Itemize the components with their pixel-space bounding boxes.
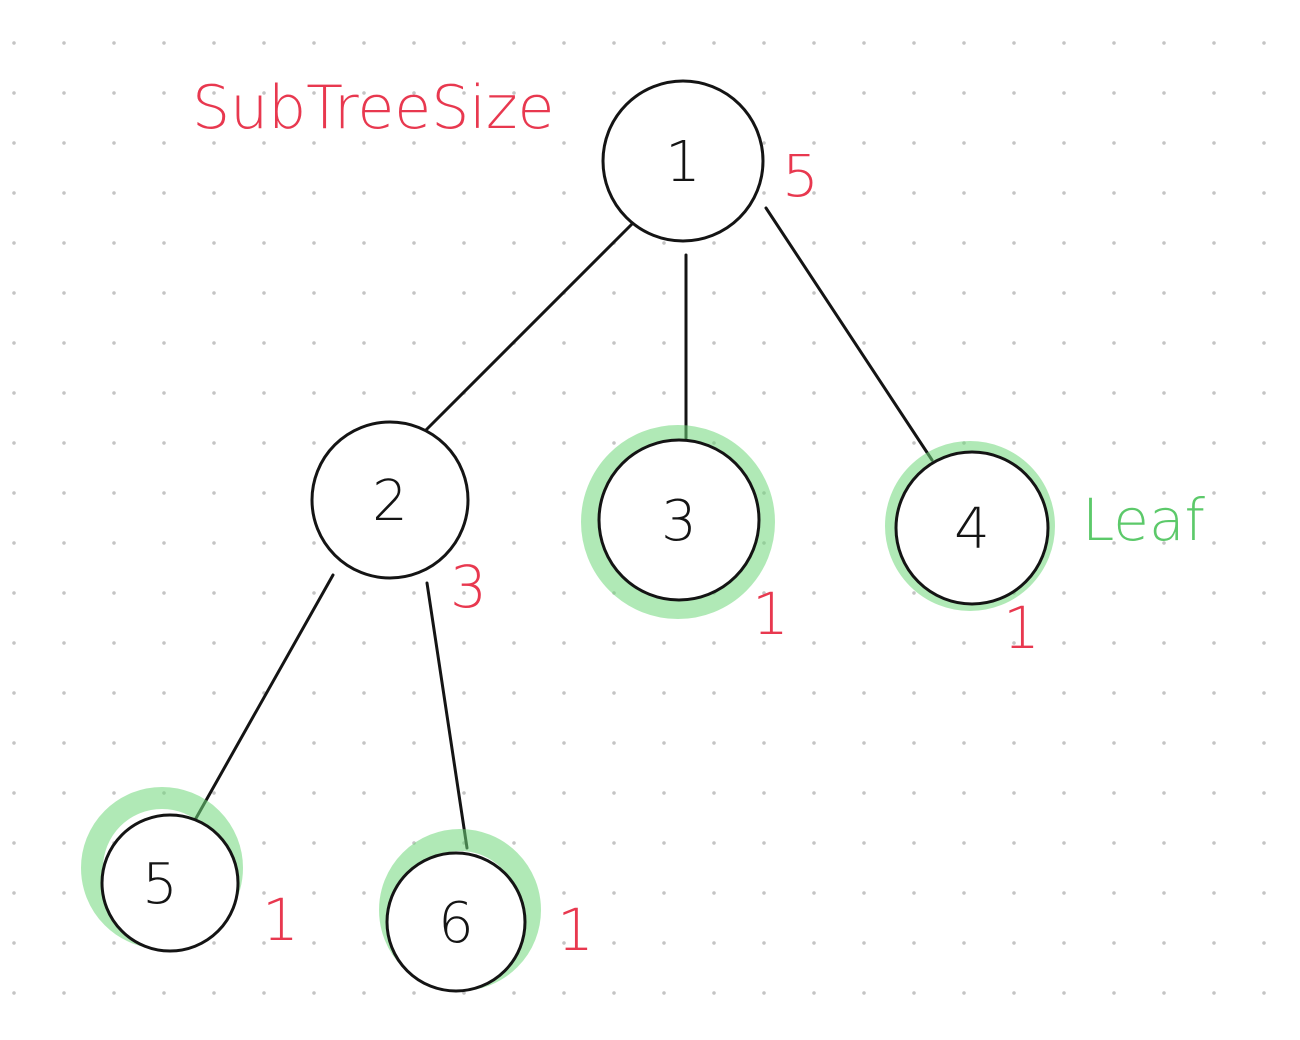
subtree-size-label: 3 — [450, 553, 487, 621]
tree-node-3: 3 1 — [581, 425, 789, 648]
tree-node-6: 6 1 — [379, 829, 594, 993]
node-label: 3 — [661, 489, 697, 554]
node-circle — [894, 450, 1050, 606]
tree-node-5: 5 1 — [81, 787, 299, 954]
tree-node-1: 1 5 — [601, 79, 819, 243]
tree-node-4: 4 1 Leaf — [885, 441, 1206, 662]
node-circle — [310, 420, 470, 580]
node-label: 5 — [142, 852, 178, 917]
edge-2-6 — [425, 581, 469, 850]
node-circle — [385, 851, 527, 993]
node-circle — [601, 79, 765, 243]
edges — [193, 206, 934, 850]
subtree-size-label: 5 — [782, 142, 819, 210]
node-circle — [597, 438, 761, 602]
subtree-size-label: 1 — [752, 580, 789, 648]
subtree-size-label: 1 — [262, 886, 299, 954]
node-label: 1 — [665, 130, 701, 195]
leaf-annotation: Leaf — [1082, 486, 1206, 554]
diagram-title: SubTreeSize — [192, 73, 554, 143]
subtree-size-label: 1 — [557, 896, 594, 964]
node-circle — [100, 813, 240, 953]
leaf-highlight — [581, 425, 775, 619]
subtree-size-label: 1 — [1003, 594, 1040, 662]
edge-1-4 — [764, 206, 934, 462]
node-label: 4 — [954, 497, 990, 562]
node-label: 2 — [372, 469, 408, 534]
node-label: 6 — [438, 891, 474, 956]
tree-node-2: 2 3 — [310, 420, 487, 621]
edge-1-2 — [424, 222, 634, 432]
edge-2-5 — [193, 573, 335, 822]
